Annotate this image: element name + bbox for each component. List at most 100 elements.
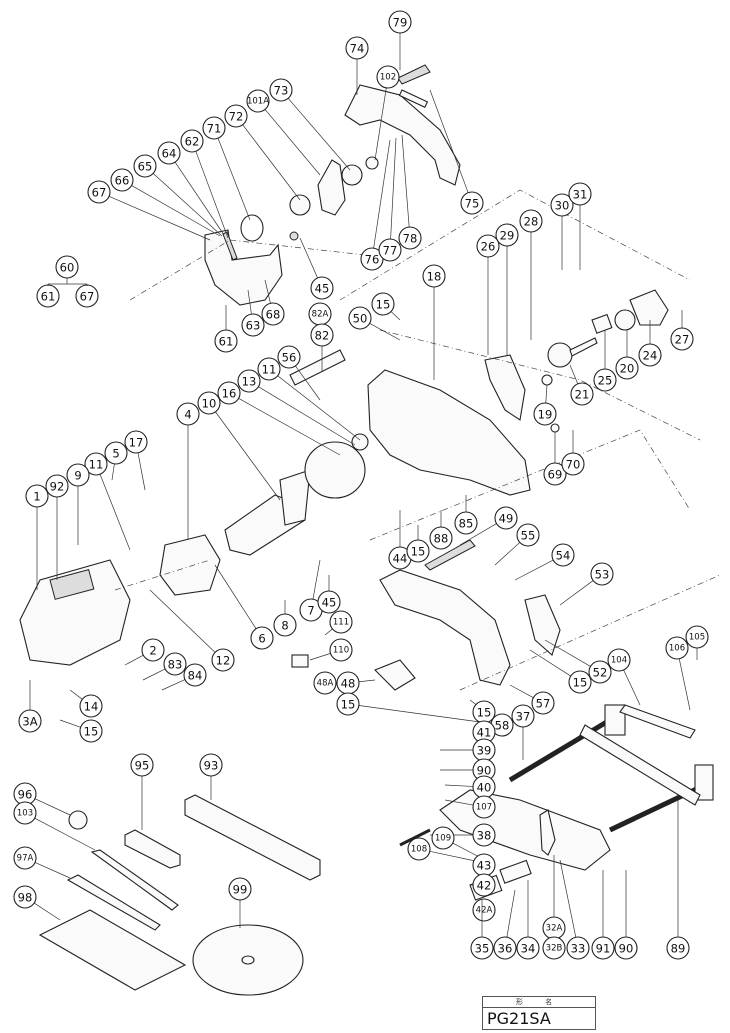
retaining-ring [240, 214, 264, 242]
callout-circle [590, 562, 614, 586]
leader-line [324, 628, 333, 636]
callout-circle [533, 402, 557, 426]
part-number: 90 [477, 764, 492, 778]
callout-circle [214, 329, 238, 353]
part-number: 78 [403, 232, 418, 246]
part-number: 89 [671, 942, 686, 956]
spindle-gear [547, 342, 573, 368]
part-number: 13 [242, 375, 257, 389]
leader-line [312, 559, 321, 600]
part-number: 106 [669, 644, 685, 654]
callout-circle [141, 638, 165, 662]
part-callout: 29 [495, 223, 519, 355]
motor-housing [19, 559, 131, 666]
callout-circle [79, 719, 103, 743]
callout-circle [241, 313, 265, 337]
part-callout: 61 [36, 284, 60, 308]
part-callout: 31 [568, 182, 592, 270]
callout-circle [494, 506, 518, 530]
title-block-header: 形 名 [483, 997, 595, 1008]
part-callout: 15 [336, 692, 481, 723]
callout-circle [133, 154, 157, 178]
part-callout: 70 [561, 430, 585, 476]
title-block: 形 名 PG21SA [482, 996, 596, 1030]
callout-circle [460, 191, 484, 215]
part-callout: 27 [670, 310, 694, 351]
part-callout: 48 [336, 671, 376, 695]
part-number: 67 [92, 186, 107, 200]
leader-line [309, 653, 331, 661]
part-number: 15 [341, 698, 356, 712]
part-callout: 62 [180, 129, 229, 239]
part-number: 69 [548, 468, 563, 482]
callout-circle [348, 306, 372, 330]
part-callout: 56 [277, 345, 321, 401]
callout-circle [66, 463, 90, 487]
callout-circle [13, 885, 37, 909]
part-number: 28 [524, 215, 539, 229]
part-callout: 110 [309, 638, 353, 662]
part-number: 37 [516, 710, 531, 724]
callout-circle [615, 356, 639, 380]
part-number: 15 [376, 298, 391, 312]
cord-plug [374, 659, 416, 691]
part-number: 97A [17, 854, 34, 864]
blade-guard [317, 159, 346, 216]
callout-circle [313, 671, 337, 695]
part-number: 76 [365, 253, 380, 267]
callout-circle [561, 452, 585, 476]
part-callout: 90 [614, 870, 638, 960]
callout-circle [110, 168, 134, 192]
part-number: 50 [353, 312, 368, 326]
part-callout: 89 [666, 800, 690, 960]
instruction-sheet [38, 909, 187, 991]
retainer-25 [591, 313, 613, 334]
part-callout: 9 [66, 463, 90, 545]
part-callout: 82 [310, 323, 334, 372]
part-callout: 57 [509, 684, 555, 715]
part-number: 7 [307, 604, 314, 618]
part-number: 108 [411, 845, 427, 855]
part-callout: 60 [55, 255, 79, 279]
part-number: 49 [499, 512, 514, 526]
group-bracket [47, 278, 88, 286]
part-number: 67 [80, 290, 95, 304]
part-callout: 92 [45, 474, 69, 580]
collar-69 [550, 423, 560, 433]
collar-19 [541, 374, 553, 386]
callout-circle [543, 462, 567, 486]
capacitor [291, 654, 309, 668]
leader-line [161, 679, 186, 691]
part-callout: 7 [299, 559, 323, 622]
part-number: 79 [393, 16, 408, 30]
callout-circle [493, 936, 517, 960]
part-callout: 52 [544, 639, 612, 684]
pin-38 [399, 828, 431, 847]
part-callout: 11 [257, 357, 361, 441]
bearing-housing-ring [304, 441, 366, 499]
rail-end-block-2 [694, 764, 714, 801]
part-callout: 72 [224, 104, 301, 201]
part-callout: 45 [317, 575, 341, 614]
callout-circle [638, 343, 662, 367]
guide-rail-upper [508, 717, 612, 783]
leader-line [559, 580, 594, 606]
part-number: 73 [274, 84, 289, 98]
part-callout: 69 [543, 432, 567, 486]
part-number: 44 [393, 552, 408, 566]
leader-line [506, 889, 516, 938]
part-callout: 104 [607, 648, 641, 706]
part-number: 77 [383, 244, 398, 258]
leader-line [215, 411, 281, 501]
leader-line [299, 237, 318, 279]
part-callout: 26 [476, 234, 500, 355]
part-number: 21 [575, 388, 590, 402]
cord-armor [424, 539, 476, 571]
part-callout: 18 [422, 264, 446, 380]
part-callout: 42A [472, 898, 496, 922]
part-callout: 106 [665, 636, 691, 711]
part-number: 68 [266, 308, 281, 322]
part-number: 109 [435, 834, 451, 844]
part-callout: 55 [494, 523, 540, 566]
callout-circle [429, 526, 453, 550]
